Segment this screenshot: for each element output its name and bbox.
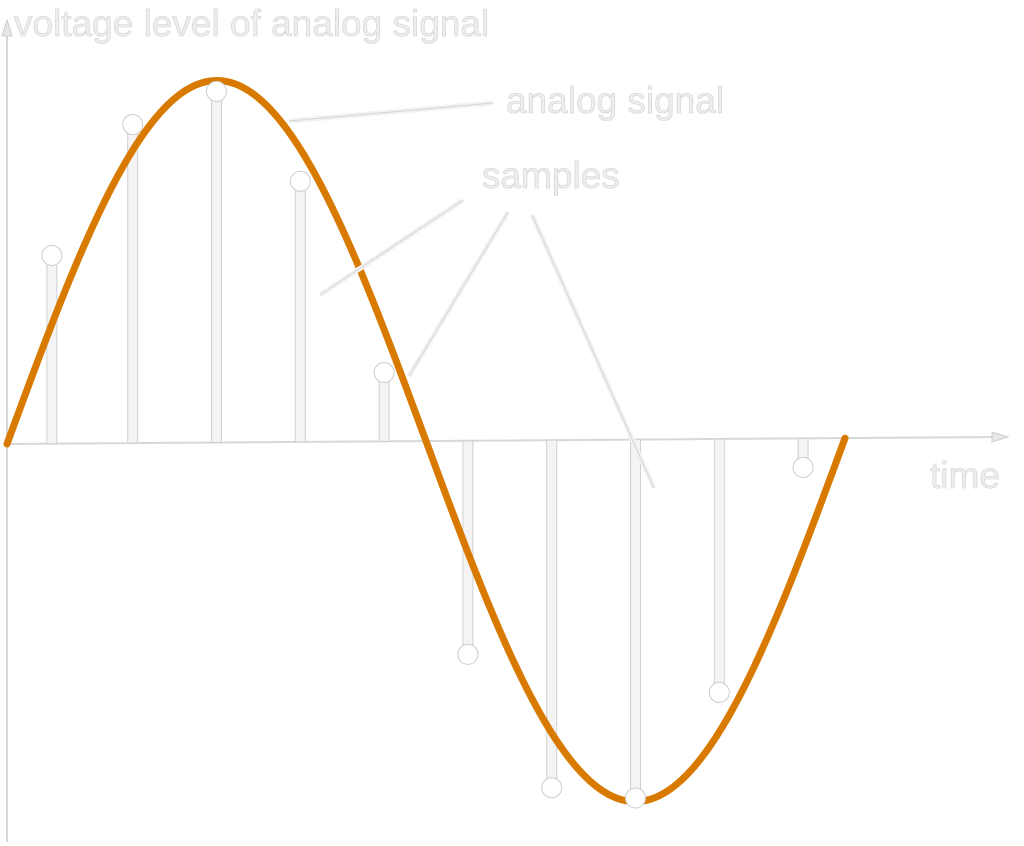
y-axis xyxy=(1,18,13,842)
sample-stem xyxy=(630,439,641,799)
sample-stem xyxy=(211,90,222,444)
sample-stem xyxy=(46,254,58,445)
sample-stem xyxy=(713,438,725,693)
sample-point xyxy=(625,787,646,809)
sample-point xyxy=(206,80,227,102)
x-axis-label: time xyxy=(930,455,1000,496)
sample-point xyxy=(41,244,63,266)
samples-label: samples xyxy=(482,155,620,196)
sample-point xyxy=(457,643,479,665)
sample-point xyxy=(792,456,814,478)
sample-stems xyxy=(46,90,809,799)
sample-markers xyxy=(41,80,814,809)
sample-stem xyxy=(294,180,306,443)
sample-point xyxy=(122,114,144,136)
x-axis-arrow-icon xyxy=(991,431,1010,443)
analog-signal-curve xyxy=(3,77,849,806)
sample-point xyxy=(373,362,395,384)
x-axis xyxy=(6,431,1010,445)
sample-point xyxy=(541,777,563,799)
y-axis-label: voltage level of analog signal xyxy=(14,3,489,44)
sample-point xyxy=(708,681,730,703)
sample-point xyxy=(289,170,311,192)
leader-lines xyxy=(288,100,657,490)
sample-stem xyxy=(127,124,139,444)
signal-label: analog signal xyxy=(506,80,724,121)
y-axis-arrow-icon xyxy=(1,18,13,37)
